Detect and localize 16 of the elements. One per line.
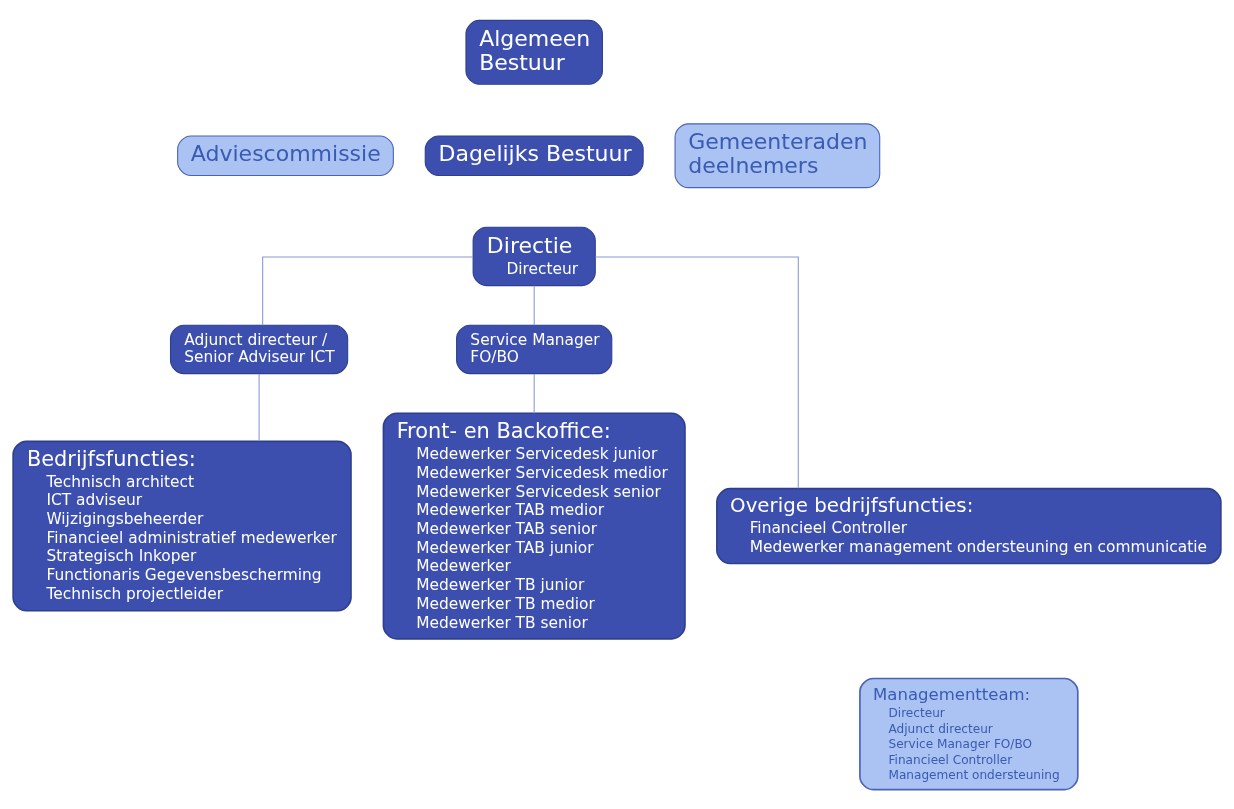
node-box: Front- en Backoffice: Medewerker Servicedesk junior Medewerker Servicedesk medior Medewerker Servicedesk senior Medewerker TAB medior Medewerker TAB senior Medewerker TAB junior Medewerker Medewerker TB junior Medewerker TB medior Medewerker TB senior	[382, 411, 686, 640]
connector	[258, 372, 260, 442]
node-box: Dagelijks Bestuur	[424, 134, 644, 176]
node-box: Directie Directeur	[472, 226, 596, 286]
node-box: Managementteam: Directeur Adjunct directeur Service Manager FO/BO Financieel Controller Management ondersteuning	[859, 677, 1079, 790]
connector	[594, 255, 799, 489]
connector	[533, 284, 535, 326]
connector	[533, 372, 535, 414]
node-box: Adjunct directeur / Senior Adviseur ICT	[169, 324, 349, 374]
node-box: Overige bedrijfsfuncties: Financieel Controller Medewerker management ondersteuning en communicatie	[716, 487, 1222, 564]
node-box: Service Manager FO/BO	[456, 324, 613, 374]
node-box: Bedrijfsfuncties: Technisch architect ICT adviseur Wijzigingsbeheerder Financieel administratief medewerker Strategisch Inkoper Functionaris Gegevensbescherming Technisch projectleider	[12, 440, 352, 612]
connector	[262, 255, 474, 326]
node-box: Adviescommissie	[177, 134, 394, 176]
node-box: Algemeen Bestuur	[465, 19, 603, 85]
node-box: Gemeenteraden deelnemers	[674, 122, 881, 188]
